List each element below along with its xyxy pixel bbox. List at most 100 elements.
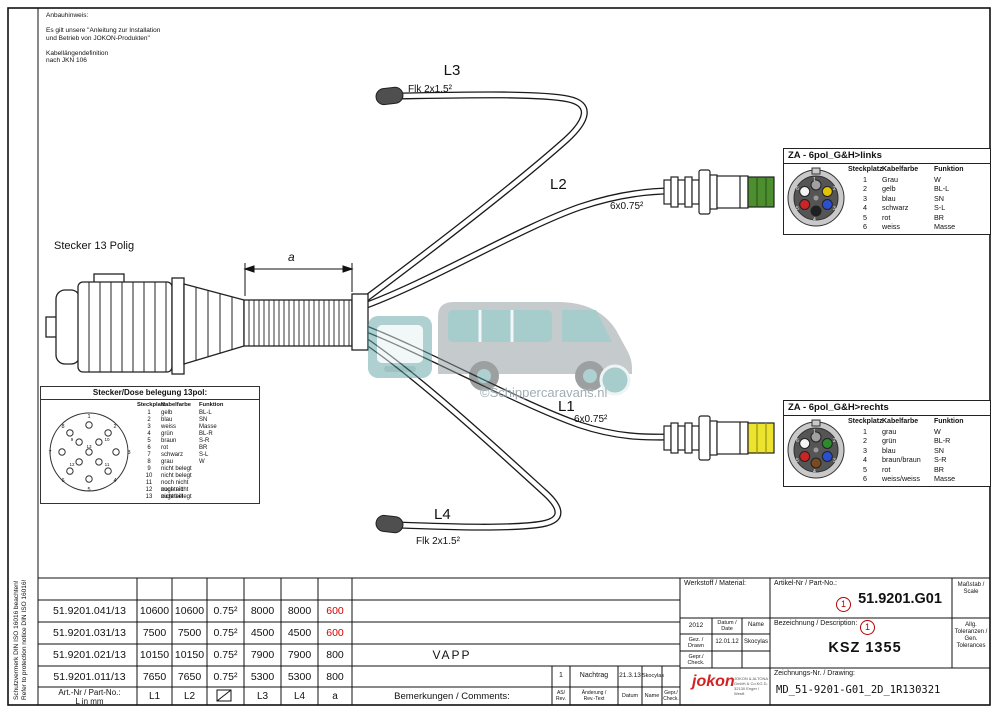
- svg-text:12: 12: [69, 462, 75, 467]
- l2-value: 10150: [174, 649, 205, 661]
- pin: 2: [863, 184, 867, 193]
- gepr-label: Gepr./ Check.: [687, 654, 705, 666]
- wire-section: 0.75²: [213, 671, 238, 683]
- part-no: 51.9201.021/13: [53, 649, 126, 661]
- funktion: W: [934, 426, 941, 436]
- svg-text:1: 1: [813, 429, 816, 435]
- connector-13pin: [45, 273, 369, 375]
- name-label: Name: [747, 622, 764, 628]
- year-value: 2012: [688, 622, 704, 629]
- werkstoff-label: Werkstoff / Material:: [684, 580, 746, 587]
- rev-number: 1: [559, 672, 563, 679]
- funktion: BR: [934, 464, 944, 474]
- l4-value: 4500: [287, 627, 312, 639]
- cable-l2: [360, 187, 676, 310]
- cable-l2-label: L2: [550, 176, 567, 193]
- svg-text:3: 3: [127, 450, 130, 456]
- note-marker: 1: [836, 597, 851, 612]
- l4-value: 8000: [287, 605, 312, 617]
- rev-header-check: Gepr./ Check.: [663, 690, 679, 702]
- pin: 1: [863, 426, 867, 436]
- farbe: schwarz: [882, 203, 909, 212]
- anbauhinweis-note: Anbauhinweis: Es gilt unsere "Anleitung …: [46, 12, 161, 64]
- wire-section: 0.75²: [213, 649, 238, 661]
- svg-text:7: 7: [48, 450, 51, 456]
- pin: 5: [863, 464, 867, 474]
- svg-text:4: 4: [813, 217, 816, 223]
- l2-value: 10600: [174, 605, 205, 617]
- jokon-logo: jokon: [692, 673, 735, 690]
- rev-name: Skocylas: [642, 673, 665, 679]
- header-l2: L2: [183, 691, 196, 702]
- header-l1: L1: [148, 691, 161, 702]
- farbe: gelb: [882, 184, 896, 193]
- a-value: 800: [326, 671, 344, 683]
- farbe: braun/braun: [882, 455, 921, 464]
- connector-13pin-label: Stecker 13 Polig: [54, 240, 135, 252]
- connector-6pol-rechts: [663, 415, 775, 461]
- datum-label: Datum / Date: [717, 620, 737, 632]
- cable-l3-label: L3: [443, 62, 461, 79]
- jokon-logo-subtext: JOKON & ALTONA GmbH & Co.KG D-32130 Enge…: [734, 676, 768, 696]
- pin13-legend-box: Stecker/Dose belegung 13pol: 1 2 3 4 5 6…: [40, 386, 260, 504]
- part-no: 51.9201.011/13: [53, 671, 126, 683]
- header-l4: L4: [293, 691, 306, 702]
- title-block-grid: [38, 577, 990, 705]
- pin: 6: [863, 222, 867, 231]
- l1-value: 7500: [142, 627, 167, 639]
- cable-l4: [360, 336, 562, 531]
- cable-l1-spec: 6x0.75²: [574, 414, 608, 425]
- dimension-a: [243, 263, 354, 296]
- svg-text:4: 4: [113, 478, 116, 484]
- za-links-connector-face: 1 2 3 4 5 6: [787, 167, 845, 227]
- pin13-connector-face: 1 2 3 4 5 6 7 8 9 10 11 12 13: [48, 412, 131, 493]
- bezeichnung-label: Bezeichnung / Description:: [774, 620, 858, 627]
- svg-text:9: 9: [71, 437, 74, 442]
- farbe: grün: [882, 436, 897, 445]
- a-value: 600: [326, 627, 344, 639]
- header-part-no: Art.-Nr / Part-No.:: [58, 688, 121, 697]
- watermark-graphic: [368, 302, 632, 396]
- svg-text:3: 3: [833, 206, 836, 212]
- cable-l4-spec: Flk 2x1.5²: [416, 536, 460, 547]
- za-links-title: ZA - 6pol_G&H>links: [784, 149, 990, 164]
- svg-text:6: 6: [796, 438, 799, 444]
- funktion: S-L: [934, 203, 946, 212]
- drawing-number-value: MD_51-9201-G01_2D_1R130321: [776, 684, 941, 696]
- farbe: weiss: [882, 222, 900, 231]
- wire-section: 0.75²: [213, 627, 238, 639]
- header-l-in-mm: L in mm: [75, 697, 104, 706]
- farbe: grau: [882, 426, 897, 436]
- l3-value: 8000: [250, 605, 275, 617]
- svg-text:4: 4: [813, 469, 816, 475]
- l4-value: 7900: [287, 649, 312, 661]
- rev-header-date: Datum: [621, 693, 639, 699]
- pin: 5: [863, 212, 867, 222]
- massstab-label: Maßstab / Scale: [957, 582, 985, 595]
- funktion: BR: [934, 212, 944, 222]
- svg-text:2: 2: [113, 424, 116, 430]
- farbe: Grau: [882, 174, 898, 184]
- cable-end-caps: [375, 86, 404, 534]
- cable-l1-label: L1: [558, 398, 575, 415]
- svg-text:10: 10: [104, 437, 110, 442]
- svg-text:6: 6: [61, 478, 64, 484]
- pin: 4: [863, 203, 867, 212]
- header-l3: L3: [256, 691, 269, 702]
- rev-header-text: Änderung / Rev.-Text: [581, 690, 607, 702]
- svg-text:8: 8: [61, 424, 64, 430]
